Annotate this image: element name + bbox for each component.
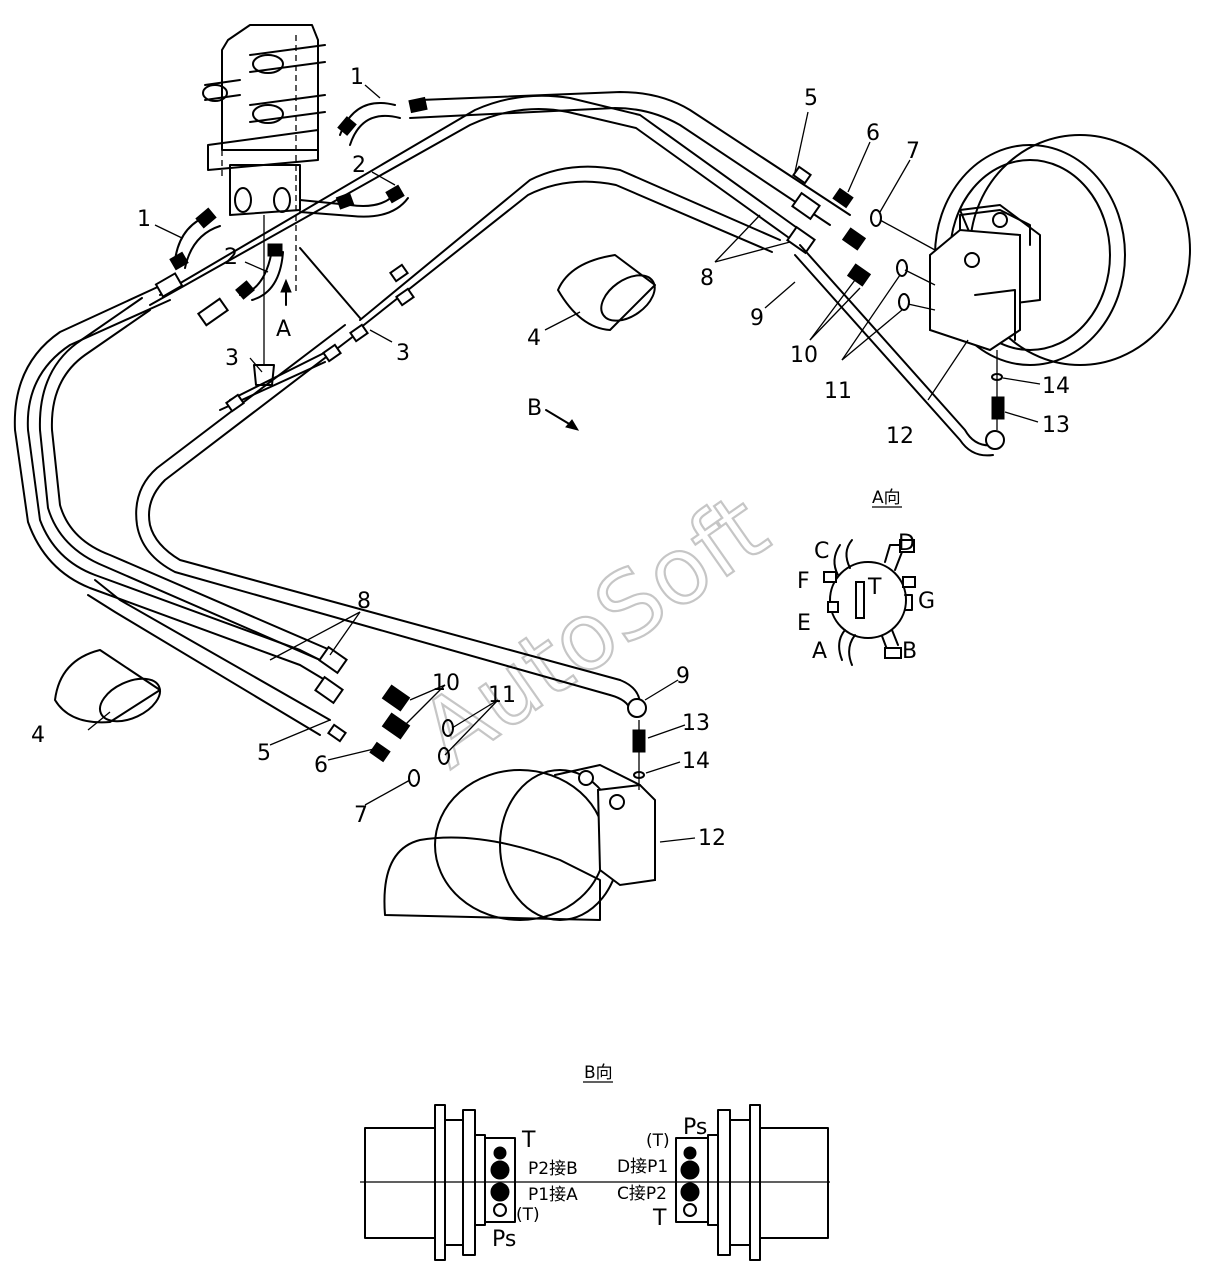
view-b-right-ps: Ps	[683, 1115, 707, 1140]
label-4-left: 4	[31, 723, 45, 748]
label-6-left: 6	[314, 753, 328, 778]
view-a-inset	[823, 539, 916, 666]
label-11-right: 11	[824, 379, 852, 404]
right-travel-motor	[929, 134, 1191, 366]
label-9-left: 9	[676, 664, 690, 689]
label-12-left: 12	[698, 826, 726, 851]
label-7-left: 7	[354, 803, 368, 828]
view-b-left-ps: Ps	[492, 1227, 516, 1252]
view-b-right-t: T	[652, 1206, 667, 1231]
label-8-left: 8	[357, 589, 371, 614]
left-connectors	[314, 645, 647, 790]
label-1-top: 1	[350, 65, 364, 90]
hose-sleeve-right	[557, 254, 656, 331]
label-13-right: 13	[1042, 413, 1070, 438]
label-9-right: 9	[750, 306, 764, 331]
view-b-right-d: D接P1	[617, 1157, 668, 1177]
view-b-title: B向	[584, 1063, 613, 1083]
view-b-right-t-paren: (T)	[646, 1131, 670, 1151]
view-a-port-c: C	[814, 539, 829, 564]
label-3-mid: 3	[396, 341, 410, 366]
view-a-port-d: D	[898, 531, 915, 556]
view-b-left-t-paren: (T)	[516, 1205, 540, 1225]
label-1-left: 1	[137, 207, 151, 232]
label-2-left: 2	[224, 245, 238, 270]
view-a-port-b: B	[902, 639, 917, 664]
label-3-left: 3	[225, 346, 239, 371]
view-arrow-b-label: B	[527, 396, 542, 421]
view-arrow-a-label: A	[276, 317, 291, 342]
label-14-left: 14	[682, 749, 710, 774]
label-13-left: 13	[682, 711, 710, 736]
label-8-right: 8	[700, 266, 714, 291]
pipe-couplings	[154, 165, 812, 413]
view-a-port-f: F	[797, 569, 810, 594]
hose-sleeve-left	[54, 649, 161, 724]
label-10-left: 10	[432, 671, 460, 696]
right-connectors	[786, 187, 1005, 457]
view-b-left-p2: P2接B	[528, 1159, 578, 1179]
left-travel-motor	[383, 764, 656, 921]
view-a-port-t: T	[867, 575, 882, 600]
label-7-right: 7	[906, 139, 920, 164]
label-10-right: 10	[790, 343, 818, 368]
view-b-left-t: T	[521, 1128, 536, 1153]
label-5-left: 5	[257, 741, 271, 766]
view-a-title: A向	[872, 488, 901, 508]
view-b-right-c: C接P2	[617, 1184, 667, 1204]
label-6-right: 6	[866, 121, 880, 146]
leader-lines	[87, 84, 1041, 1083]
label-14-right: 14	[1042, 374, 1070, 399]
view-a-port-e: E	[797, 611, 811, 636]
label-4-right: 4	[527, 326, 541, 351]
view-b-left-p1: P1接A	[528, 1185, 578, 1205]
label-12-right: 12	[886, 424, 914, 449]
label-11-left: 11	[488, 683, 516, 708]
pipe-bundle	[13, 91, 851, 736]
view-a-port-g: G	[918, 589, 935, 614]
view-a-port-a: A	[812, 639, 827, 664]
view-b-inset	[360, 1104, 830, 1261]
swivel-joint	[202, 24, 326, 295]
label-2-top: 2	[352, 153, 366, 178]
label-5-right: 5	[804, 86, 818, 111]
